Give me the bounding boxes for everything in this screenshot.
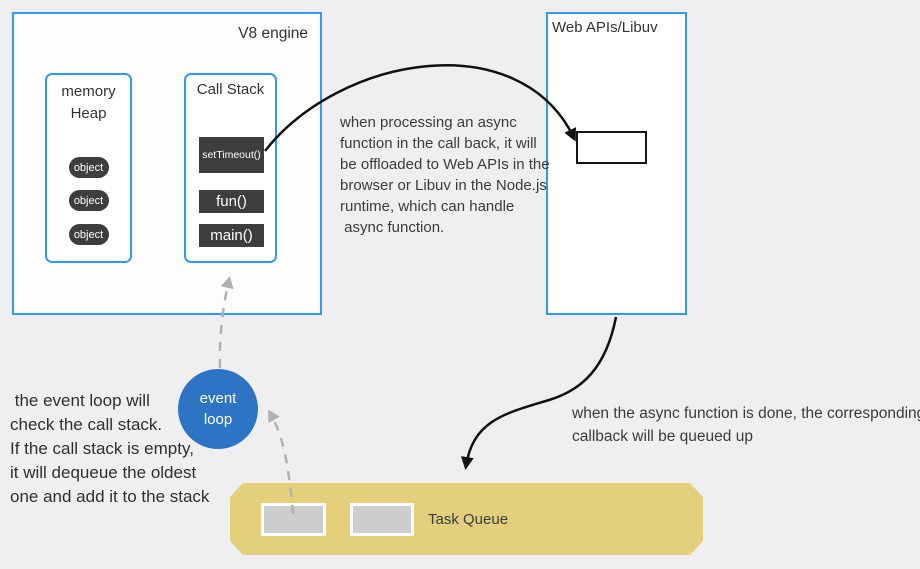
event-loop-circle: event loop xyxy=(178,369,258,449)
heap-object: object xyxy=(68,157,109,178)
web-apis-task-slot xyxy=(576,131,647,164)
stack-frame-main: main() xyxy=(199,224,264,247)
stack-frame-settimeout: setTimeout() xyxy=(199,137,264,173)
call-stack-title: Call Stack xyxy=(196,81,265,98)
call-stack-box: Call Stack setTimeout() fun() main() xyxy=(184,73,277,263)
heap-object: object xyxy=(68,224,109,245)
task-queue-label: Task Queue xyxy=(428,510,509,528)
stack-frame-fun: fun() xyxy=(199,190,264,213)
note-callback-queued: when the async function is done, the cor… xyxy=(572,405,920,445)
v8-engine-title: V8 engine xyxy=(238,25,308,42)
memory-heap-box: memory Heap object object object xyxy=(45,73,132,263)
memory-heap-title: memory Heap xyxy=(61,83,116,122)
note-event-loop-behavior: the event loop will check the call stack… xyxy=(10,391,210,506)
web-apis-title: Web APIs/Libuv xyxy=(552,19,658,36)
heap-object: object xyxy=(68,190,109,211)
queue-task-slot xyxy=(261,503,326,536)
web-apis-box: Web APIs/Libuv xyxy=(546,12,687,315)
task-queue: Task Queue xyxy=(230,483,703,555)
v8-engine-box: V8 engine memory Heap object object obje… xyxy=(12,12,322,315)
queue-task-slot xyxy=(350,503,414,536)
note-offload-to-web-apis: when processing an async function in the… xyxy=(340,114,550,236)
